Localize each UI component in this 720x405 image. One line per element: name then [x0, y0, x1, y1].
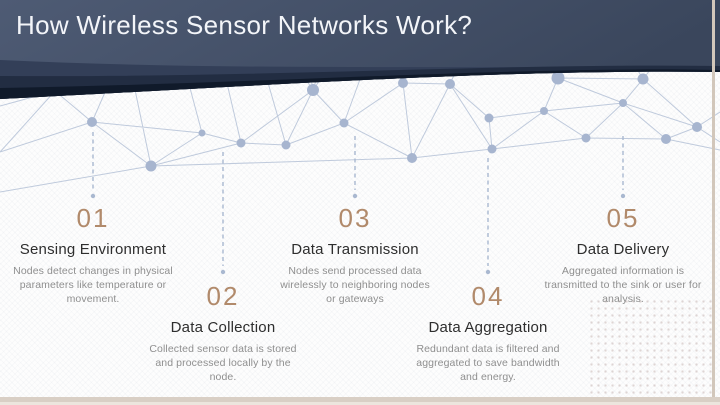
step-title: Data Transmission	[291, 241, 419, 258]
step-data-collection: 02 Data Collection Collected sensor data…	[135, 281, 311, 384]
step-sensing-environment: 01 Sensing Environment Nodes detect chan…	[5, 203, 181, 306]
step-description: Nodes detect changes in physical paramet…	[13, 265, 173, 305]
step-title: Data Aggregation	[428, 319, 548, 336]
header-banner	[0, 0, 720, 99]
step-number: 02	[206, 281, 240, 311]
step-description: Aggregated information is transmitted to…	[544, 265, 702, 305]
mesh-nodes	[50, 71, 702, 172]
step-data-delivery: 05 Data Delivery Aggregated information …	[535, 203, 711, 306]
right-accent-line	[712, 0, 715, 405]
page-title: How Wireless Sensor Networks Work?	[16, 10, 473, 40]
bottom-band-light	[0, 402, 720, 405]
step-number: 05	[606, 203, 640, 233]
step-title: Sensing Environment	[19, 241, 167, 258]
step-description: Redundant data is filtered and aggregate…	[416, 343, 560, 383]
bottom-accent-band	[0, 396, 720, 405]
step-data-transmission: 03 Data Transmission Nodes send processe…	[267, 203, 443, 306]
step-number: 03	[338, 203, 372, 233]
step-title: Data Delivery	[576, 241, 670, 258]
step-number: 01	[76, 203, 110, 233]
step-description: Collected sensor data is stored and proc…	[149, 343, 297, 383]
connector-end-dots	[90, 193, 626, 275]
step-number: 04	[471, 281, 505, 311]
step-data-aggregation: 04 Data Aggregation Redundant data is fi…	[400, 281, 576, 384]
step-description: Nodes send processed data wirelessly to …	[280, 265, 430, 305]
dashed-connectors	[92, 132, 624, 266]
bottom-band-dark	[0, 397, 720, 402]
decorative-dot-grid	[588, 298, 712, 395]
step-title: Data Collection	[170, 319, 276, 336]
